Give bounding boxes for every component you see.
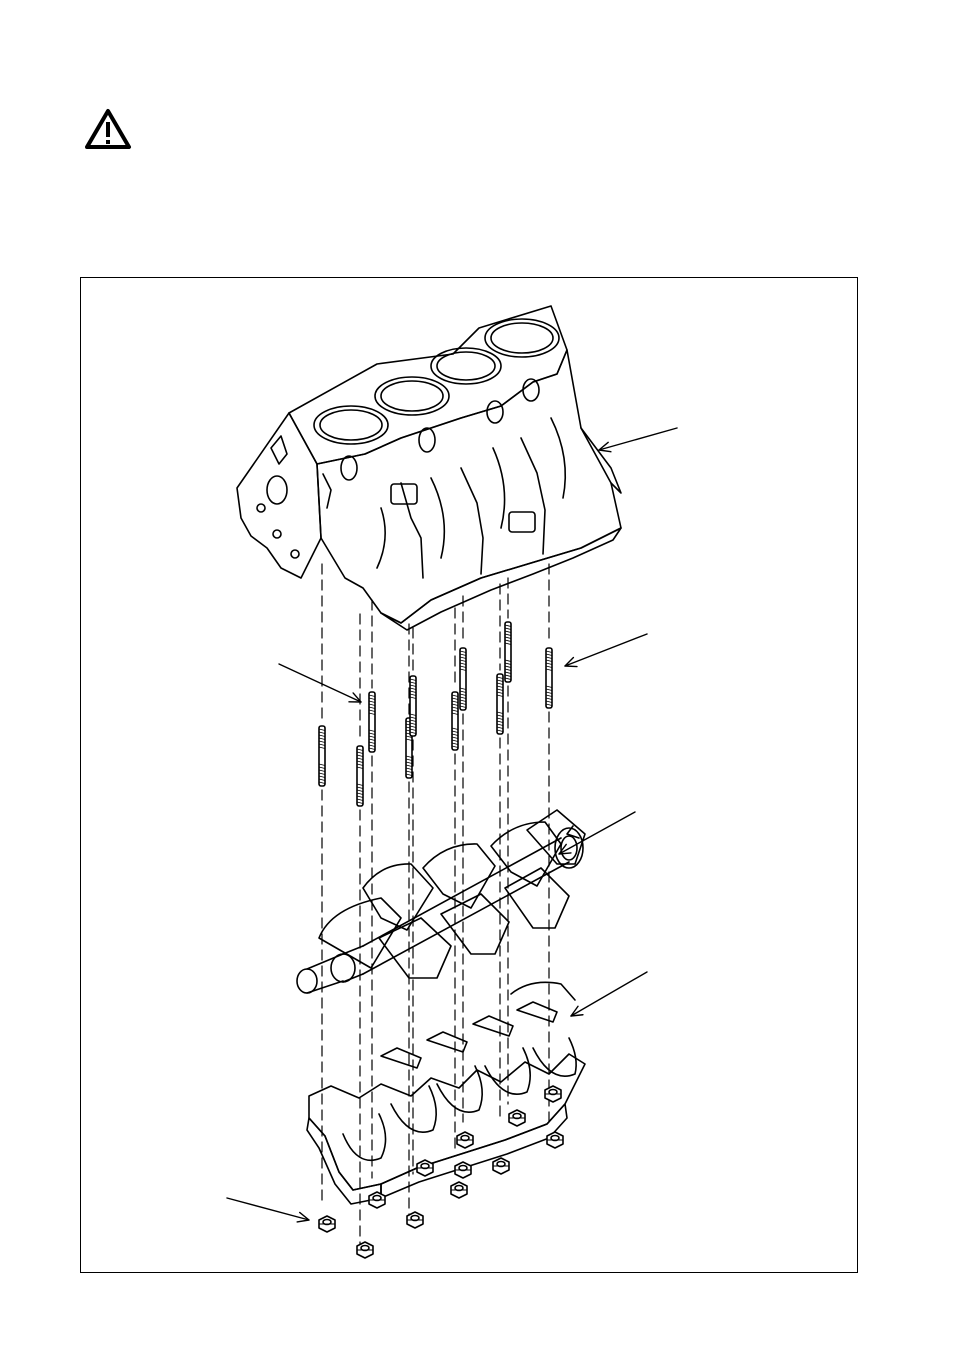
warning-triangle-icon (84, 108, 132, 150)
callout-arrow (559, 812, 635, 854)
nut-set (319, 1086, 563, 1258)
diagram-frame (80, 277, 858, 1273)
hex-nut (509, 1110, 525, 1126)
hex-nut (545, 1086, 561, 1102)
hex-nut (417, 1160, 433, 1176)
hex-nut (319, 1216, 335, 1232)
exploded-view-diagram (81, 278, 859, 1274)
cylinder-bores (314, 319, 559, 444)
hex-nut (407, 1212, 423, 1228)
callout-arrow (571, 972, 647, 1016)
engine-block (237, 306, 621, 630)
bearing-bedplate (307, 982, 585, 1204)
hex-nut (493, 1158, 509, 1174)
callout-arrows (227, 428, 677, 1222)
hex-nut (455, 1162, 471, 1178)
hex-nut (357, 1242, 373, 1258)
callout-arrow (565, 634, 647, 667)
callout-arrow (227, 1198, 309, 1222)
hex-nut (369, 1192, 385, 1208)
callout-arrow (279, 664, 361, 702)
crankshaft (297, 810, 585, 993)
hex-nut (457, 1132, 473, 1148)
hex-nut (547, 1132, 563, 1148)
hex-nut (451, 1182, 467, 1198)
callout-arrow (599, 428, 677, 452)
